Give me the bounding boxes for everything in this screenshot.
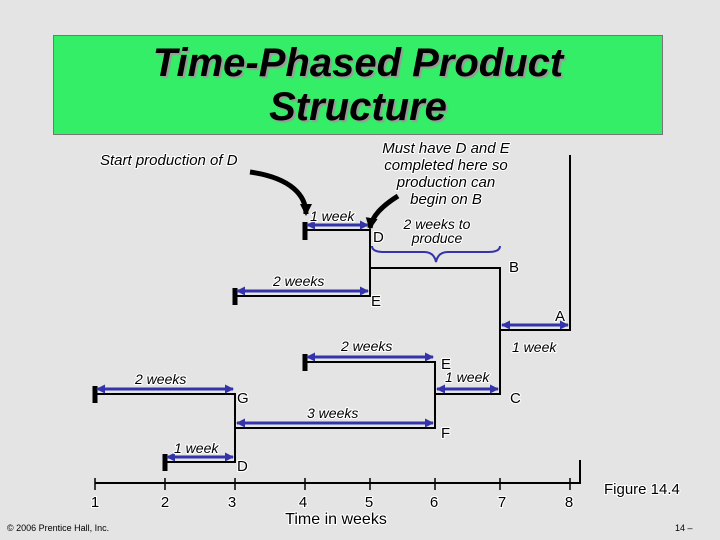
letter-d-top: D (373, 229, 384, 246)
duration-d-bot: 1 week (174, 440, 219, 456)
title-banner: Time-Phased Product Structure (53, 35, 663, 135)
two-weeks-line-1: 2 weeks to (403, 216, 471, 232)
path-d-b-a (305, 155, 571, 331)
must-have-line-4: begin on B (410, 191, 482, 208)
axis-tick-6: 6 (430, 494, 438, 511)
path-d-g (165, 428, 236, 463)
letter-a: A (555, 308, 565, 325)
page-number: 14 – (675, 523, 693, 533)
brace-icon (371, 245, 501, 263)
axis-tick-4: 4 (299, 494, 307, 511)
axis-tick-3: 3 (228, 494, 236, 511)
figure-label: Figure 14.4 (604, 481, 680, 498)
letter-e-mid: E (441, 356, 451, 373)
two-weeks-line-2: produce (411, 230, 463, 246)
title-line-1: Time-Phased Product (152, 41, 564, 85)
must-have-line-2: completed here so (384, 157, 507, 174)
letter-b: B (509, 259, 519, 276)
start-production-label: Start production of D (100, 152, 238, 169)
axis-tick-2: 2 (161, 494, 169, 511)
tree-lines (95, 155, 581, 484)
title-line-2: Structure (269, 85, 447, 129)
letter-c: C (510, 390, 521, 407)
duration-e-mid: 1 week (445, 369, 490, 385)
letter-d-bot: D (237, 458, 248, 475)
time-axis (95, 460, 581, 484)
letter-f: F (441, 425, 450, 442)
letter-g: G (237, 390, 249, 407)
duration-a: 1 week (512, 339, 557, 355)
letter-e-top: E (371, 293, 381, 310)
axis-title: Time in weeks (285, 511, 387, 528)
path-e-b (235, 268, 371, 297)
copyright-text: © 2006 Prentice Hall, Inc. (7, 523, 109, 533)
start-production-arrow (249, 169, 312, 216)
axis-ticks (94, 478, 571, 490)
start-ticks (92, 222, 308, 471)
duration-arrows (96, 220, 569, 462)
duration-d-top: 1 week (310, 208, 355, 224)
axis-tick-5: 5 (365, 494, 373, 511)
duration-f: 3 weeks (307, 405, 358, 421)
must-have-line-1: Must have D and E (382, 140, 511, 157)
duration-g: 2 weeks (134, 371, 186, 387)
axis-tick-7: 7 (498, 494, 506, 511)
must-have-arrow (365, 193, 400, 230)
duration-b: 2 weeks (340, 338, 392, 354)
duration-e-top: 2 weeks (272, 273, 324, 289)
axis-tick-1: 1 (91, 494, 99, 511)
axis-tick-8: 8 (565, 494, 573, 511)
must-have-line-3: production can (396, 174, 495, 191)
